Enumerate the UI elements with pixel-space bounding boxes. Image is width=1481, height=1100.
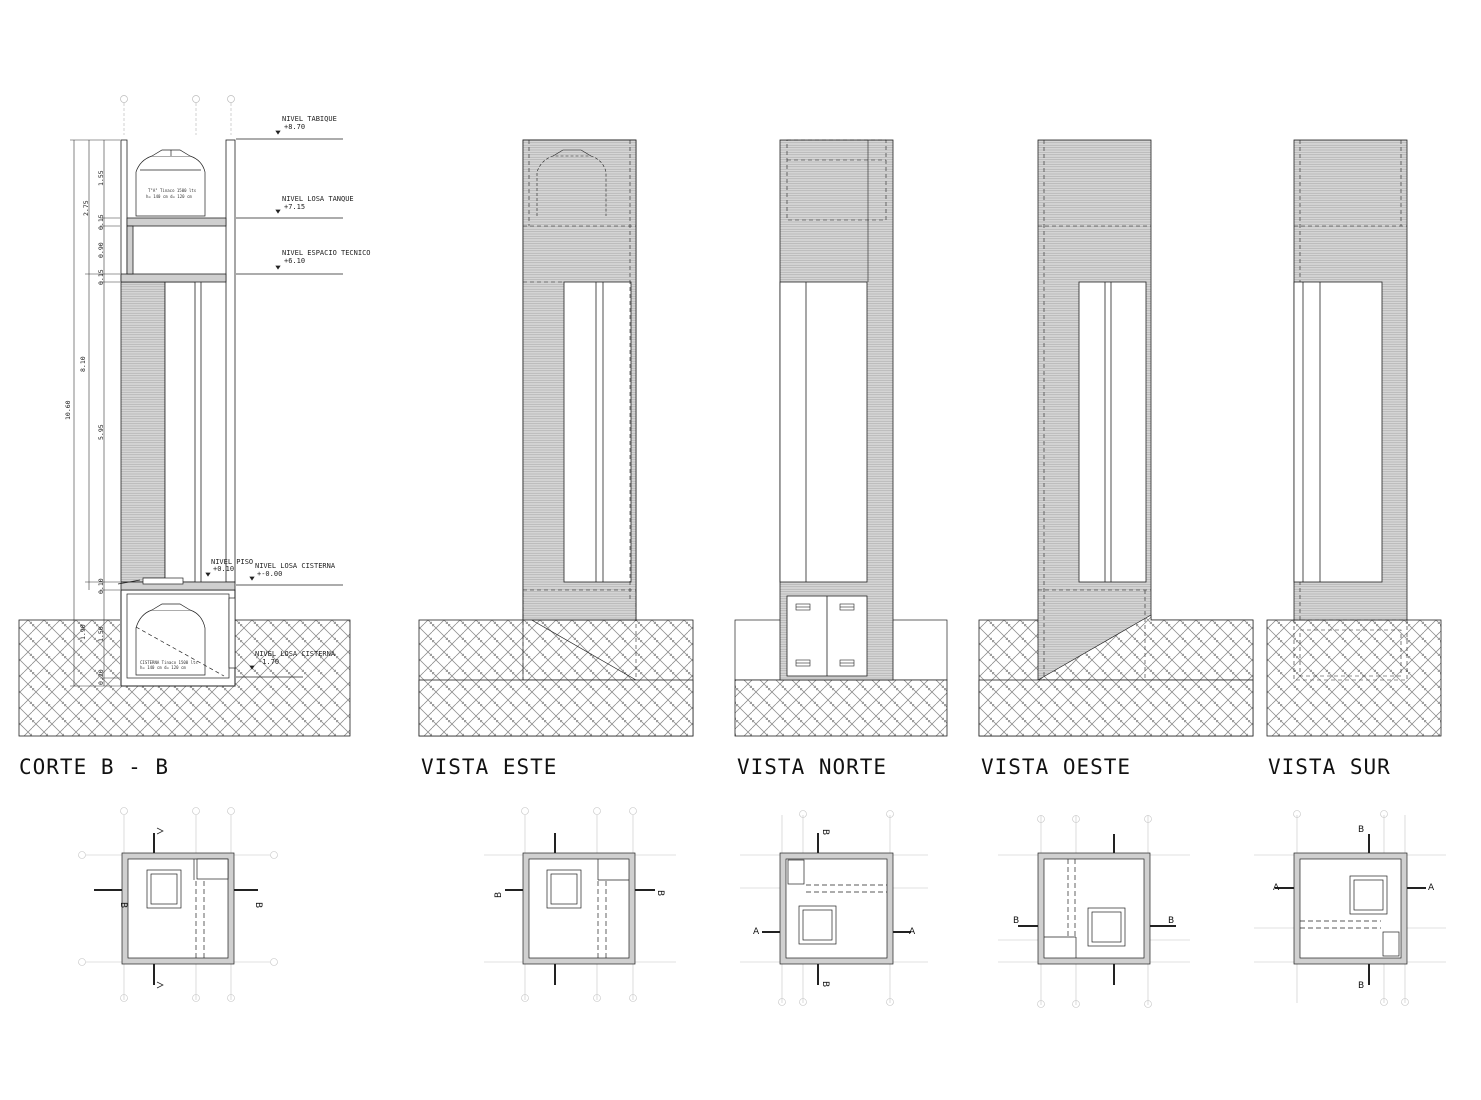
plan-corte: B B [78, 807, 278, 1002]
plan-oeste-cut-b-right: B [1168, 916, 1174, 926]
level-espacio-tecnico-label: NIVEL ESPACIO TECNICO [282, 249, 371, 257]
dim-8-10: 8.10 [79, 356, 87, 372]
level-espacio-tecnico-value: +6.10 [284, 257, 305, 265]
upper-water-tank: T"A" Tinaco 1500 lts h= 140 cm d= 120 cm [135, 149, 206, 217]
cistern-note-line2: h= 140 cm d= 120 cm [140, 665, 186, 670]
norte-window [779, 281, 868, 583]
plan-oeste-cut-b-left: B [1013, 916, 1019, 926]
tank-note-line2: h= 140 cm d= 120 cm [146, 194, 192, 199]
dim-0-15a: 0.15 [97, 214, 105, 230]
plan-norte: A A B B [740, 810, 928, 1006]
plan-norte-cut-a-left: A [753, 927, 760, 937]
dimension-lines [70, 139, 120, 687]
cistern-tank: CISTERNA Tinaco 1500 lts h= 140 cm d= 12… [135, 603, 225, 677]
level-losa-cisterna-value: +-0.00 [257, 570, 282, 578]
plan-sur-cut-a-right: A [1428, 883, 1435, 893]
grid-bubbles-top [120, 95, 235, 135]
plan-este-cut-b-right: B [655, 890, 665, 896]
slab-tanque [126, 217, 227, 227]
sur-window [1293, 281, 1383, 583]
vista-oeste-elevation [978, 139, 1254, 737]
shaft-wall-right [225, 139, 236, 583]
tank-note-line1: T"A" Tinaco 1500 lts [148, 188, 197, 193]
vista-este-elevation [418, 139, 694, 737]
level-losa-tanque-value: +7.15 [284, 203, 305, 211]
plan-corte-cut-b-right: B [253, 902, 263, 908]
dim-5-95: 5.95 [97, 424, 105, 440]
title-vista-este: VISTA ESTE [421, 755, 558, 779]
dim-2-75: 2.75 [82, 200, 90, 216]
level-fondo-cisterna-label: NIVEL LOSA CISTERNA [255, 650, 336, 658]
plan-corte-cut-b-left: B [118, 902, 128, 908]
plan-sur-cut-a-left: A [1273, 883, 1280, 893]
level-tabique-label: NIVEL TABIQUE [282, 115, 337, 123]
plan-oeste: B B [998, 815, 1190, 1008]
dim-10-60: 10.60 [64, 400, 72, 420]
level-losa-cisterna-label: NIVEL LOSA CISTERNA [255, 562, 336, 570]
title-vista-norte: VISTA NORTE [737, 755, 888, 779]
slab-espacio-tecnico [120, 273, 227, 283]
shaft-opening [164, 281, 196, 583]
plan-norte-cut-b-top: B [820, 829, 830, 835]
plan-este-cut-b-left: B [494, 892, 504, 898]
level-piso-value: +0.10 [213, 565, 234, 573]
level-tabique-value: +8.70 [284, 123, 305, 131]
level-fondo-cisterna-value: -1.70 [258, 658, 279, 666]
title-corte-b-b: CORTE B - B [19, 755, 170, 779]
oeste-window [1078, 281, 1147, 583]
shaft-wall-left [120, 281, 166, 583]
dim-0-10: 0.10 [97, 578, 105, 594]
plan-sur-cut-b-top: B [1358, 825, 1364, 835]
title-vista-sur: VISTA SUR [1268, 755, 1391, 779]
dim-0-90: 0.90 [97, 242, 105, 258]
dim-1-55: 1.55 [97, 170, 105, 186]
plan-sur: B B A A [1254, 810, 1446, 1006]
plan-norte-cut-a-right: A [909, 927, 916, 937]
dim-0-15b: 0.15 [97, 269, 105, 285]
vista-sur-elevation [1266, 139, 1442, 737]
cistern-note-line1: CISTERNA Tinaco 1500 lts [140, 660, 198, 665]
dim-0-20: 0.20 [97, 669, 105, 685]
level-lines [205, 130, 343, 678]
plan-norte-cut-b-bottom: B [820, 981, 830, 987]
level-losa-tanque-label: NIVEL LOSA TANQUE [282, 195, 354, 203]
plan-este: B B [484, 807, 676, 1002]
vista-norte-elevation [734, 139, 948, 737]
dim-1-50: 1.50 [97, 626, 105, 642]
dim-1-90: 1.90 [79, 624, 87, 640]
title-vista-oeste: VISTA OESTE [981, 755, 1132, 779]
corte-b-b-section: T"A" Tinaco 1500 lts h= 140 cm d= 120 cm… [18, 95, 371, 737]
level-piso-label: NIVEL PISO [211, 558, 253, 566]
este-window [563, 281, 632, 583]
plan-sur-cut-b-bottom: B [1358, 981, 1364, 991]
